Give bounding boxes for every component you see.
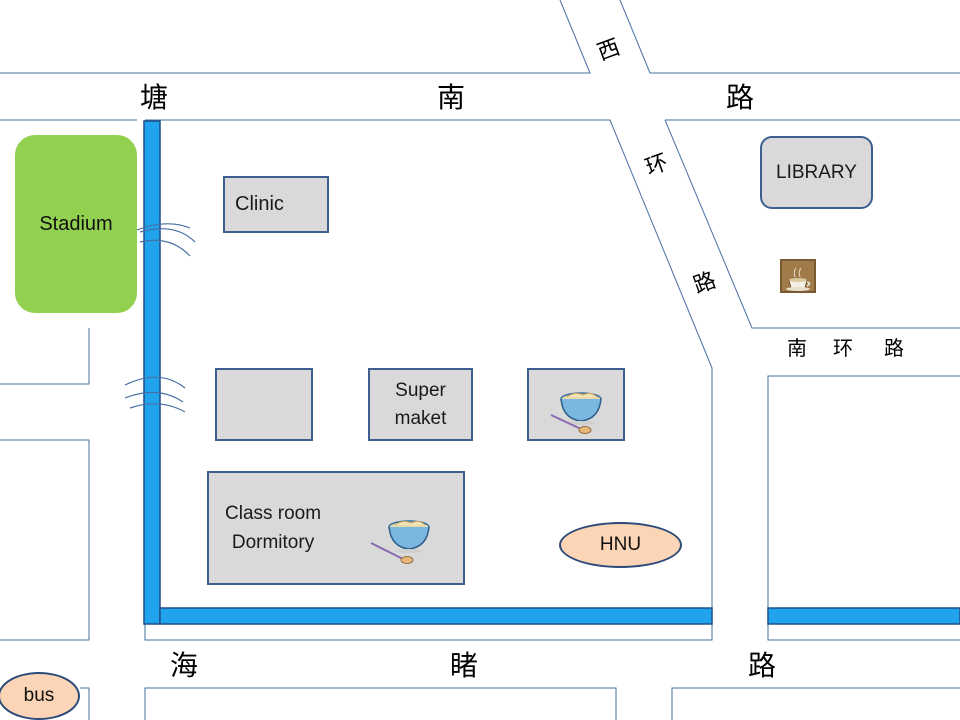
road-label-bottom-1: 海 — [170, 649, 199, 682]
wifi-signal-icon — [131, 223, 196, 257]
road-edge — [0, 439, 90, 641]
road-label-right-3: 路 — [884, 336, 904, 360]
stadium[interactable]: Stadium — [15, 135, 137, 313]
classroom-label: Class room — [225, 503, 322, 524]
hnu-marker[interactable]: HNU — [559, 522, 682, 568]
hnu-label: HNU — [599, 534, 642, 555]
campus-wall-west — [143, 120, 161, 625]
library-building[interactable]: LIBRARY — [760, 136, 873, 209]
canteen-building[interactable] — [527, 368, 625, 441]
wifi-signal-icon — [124, 376, 186, 413]
clinic-building[interactable]: Clinic — [223, 176, 329, 233]
coffee-cup-icon — [780, 259, 816, 293]
classroom-dormitory-building[interactable]: Class room Dormitory — [207, 471, 465, 585]
campus-building[interactable] — [215, 368, 313, 441]
clinic-label: Clinic — [235, 193, 284, 215]
food-bowl-icon — [370, 520, 430, 564]
road-label-bottom-2: 睹 — [450, 649, 479, 682]
road-edge — [664, 119, 960, 329]
library-label: LIBRARY — [776, 161, 857, 183]
road-edge — [144, 687, 617, 720]
supermarket-label-line1: Super — [395, 379, 446, 401]
food-bowl-icon — [550, 391, 602, 434]
road-label-right-1: 南 — [787, 336, 807, 360]
road-label-right-2: 环 — [833, 336, 853, 360]
road-label-top-2: 南 — [437, 81, 466, 114]
road-label-top-3: 路 — [726, 81, 755, 114]
road-edge — [0, 0, 591, 74]
road-edge — [619, 0, 960, 74]
road-edge — [767, 375, 960, 641]
road-edge — [80, 687, 90, 720]
campus-wall-south-east — [767, 607, 960, 625]
road-label-top-1: 塘 — [140, 81, 169, 114]
dormitory-label: Dormitory — [231, 532, 315, 553]
bus-label: bus — [23, 685, 55, 706]
supermarket-building[interactable]: Super maket — [368, 368, 473, 441]
campus-wall-south — [159, 607, 713, 625]
stadium-label: Stadium — [39, 212, 113, 235]
road-edge — [671, 687, 960, 720]
road-label-bottom-3: 路 — [748, 649, 777, 682]
supermarket-label-line2: maket — [394, 407, 447, 429]
bus-stop-marker[interactable]: bus — [0, 672, 80, 720]
road-edge — [0, 328, 90, 385]
